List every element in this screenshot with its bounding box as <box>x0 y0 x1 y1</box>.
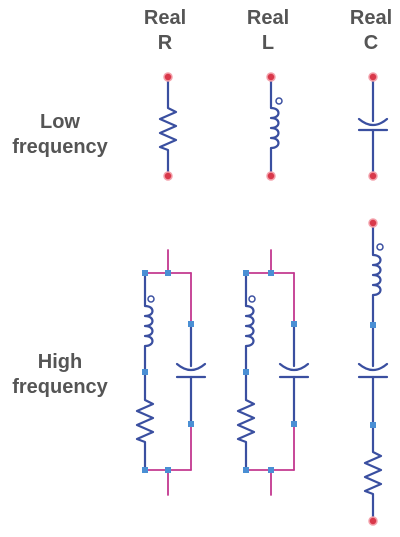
high-freq-real-l-node-bottom-mid <box>268 467 274 473</box>
header-real-c-line1: Real <box>349 7 393 29</box>
high-freq-real-c-inductor <box>371 221 382 327</box>
row-low-frequency: Low frequency <box>0 110 120 160</box>
high-freq-real-l-node-top-mid <box>268 270 274 276</box>
high-freq-real-l-node-cap-top <box>291 321 297 327</box>
high-freq-real-r-capacitor <box>175 322 207 426</box>
high-freq-real-r-node-top-mid <box>165 270 171 276</box>
header-real-c: Real C <box>336 6 400 56</box>
high-freq-real-c-terminal-bottom <box>368 516 378 526</box>
low-freq-resistor-terminal-top <box>163 72 173 82</box>
high-freq-real-r-inductor <box>143 271 154 374</box>
high-freq-real-r-node-bottom-left <box>142 467 148 473</box>
low-freq-inductor-polarity-dot <box>275 97 283 105</box>
high-freq-real-l-capacitor <box>278 322 310 426</box>
row-low-line1: Low <box>40 111 80 133</box>
row-high-line2: frequency <box>12 376 108 398</box>
high-freq-real-r-node-top-left <box>142 270 148 276</box>
header-real-l-line2: L <box>261 32 275 54</box>
low-freq-resistor-terminal-bottom <box>163 171 173 181</box>
high-freq-real-c-terminal-top <box>368 218 378 228</box>
high-freq-real-r-node-mid-left <box>142 369 148 375</box>
high-freq-real-l-resistor <box>236 370 256 472</box>
high-freq-real-c-capacitor <box>357 323 389 427</box>
high-freq-real-r-node-cap-bottom <box>188 421 194 427</box>
low-freq-inductor-terminal-top <box>266 72 276 82</box>
high-freq-real-c-resistor <box>363 423 383 523</box>
high-freq-real-l-node-mid-left <box>243 369 249 375</box>
header-real-c-line2: C <box>363 32 379 54</box>
high-freq-real-l-node-top-left <box>243 270 249 276</box>
high-freq-real-r-wires <box>144 249 192 496</box>
header-real-l: Real L <box>233 6 303 56</box>
low-freq-capacitor-terminal-top <box>368 72 378 82</box>
high-freq-real-r-node-bottom-mid <box>165 467 171 473</box>
high-freq-real-l-wires <box>245 249 295 496</box>
high-freq-real-c-node-lower <box>370 422 376 428</box>
header-real-r: Real R <box>130 6 200 56</box>
high-freq-real-r-resistor <box>135 370 155 472</box>
low-freq-capacitor-terminal-bottom <box>368 171 378 181</box>
row-high-line1: High <box>37 351 83 373</box>
header-real-r-line1: Real <box>143 7 187 29</box>
high-freq-real-l-inductor <box>244 271 255 374</box>
header-real-r-line2: R <box>157 32 173 54</box>
low-freq-inductor-terminal-bottom <box>266 171 276 181</box>
high-freq-real-c-inductor-polarity-dot <box>376 243 384 251</box>
low-freq-inductor <box>269 75 280 178</box>
row-high-frequency: High frequency <box>0 350 120 400</box>
high-freq-real-r-node-cap-top <box>188 321 194 327</box>
high-freq-real-l-node-cap-bottom <box>291 421 297 427</box>
high-freq-real-l-inductor-polarity-dot <box>248 295 256 303</box>
high-freq-real-c-node-upper <box>370 322 376 328</box>
low-freq-capacitor <box>357 75 389 178</box>
header-real-l-line1: Real <box>246 7 290 29</box>
high-freq-real-l-node-bottom-left <box>243 467 249 473</box>
row-low-line2: frequency <box>12 136 108 158</box>
high-freq-real-r-inductor-polarity-dot <box>147 295 155 303</box>
low-freq-resistor <box>158 75 178 178</box>
